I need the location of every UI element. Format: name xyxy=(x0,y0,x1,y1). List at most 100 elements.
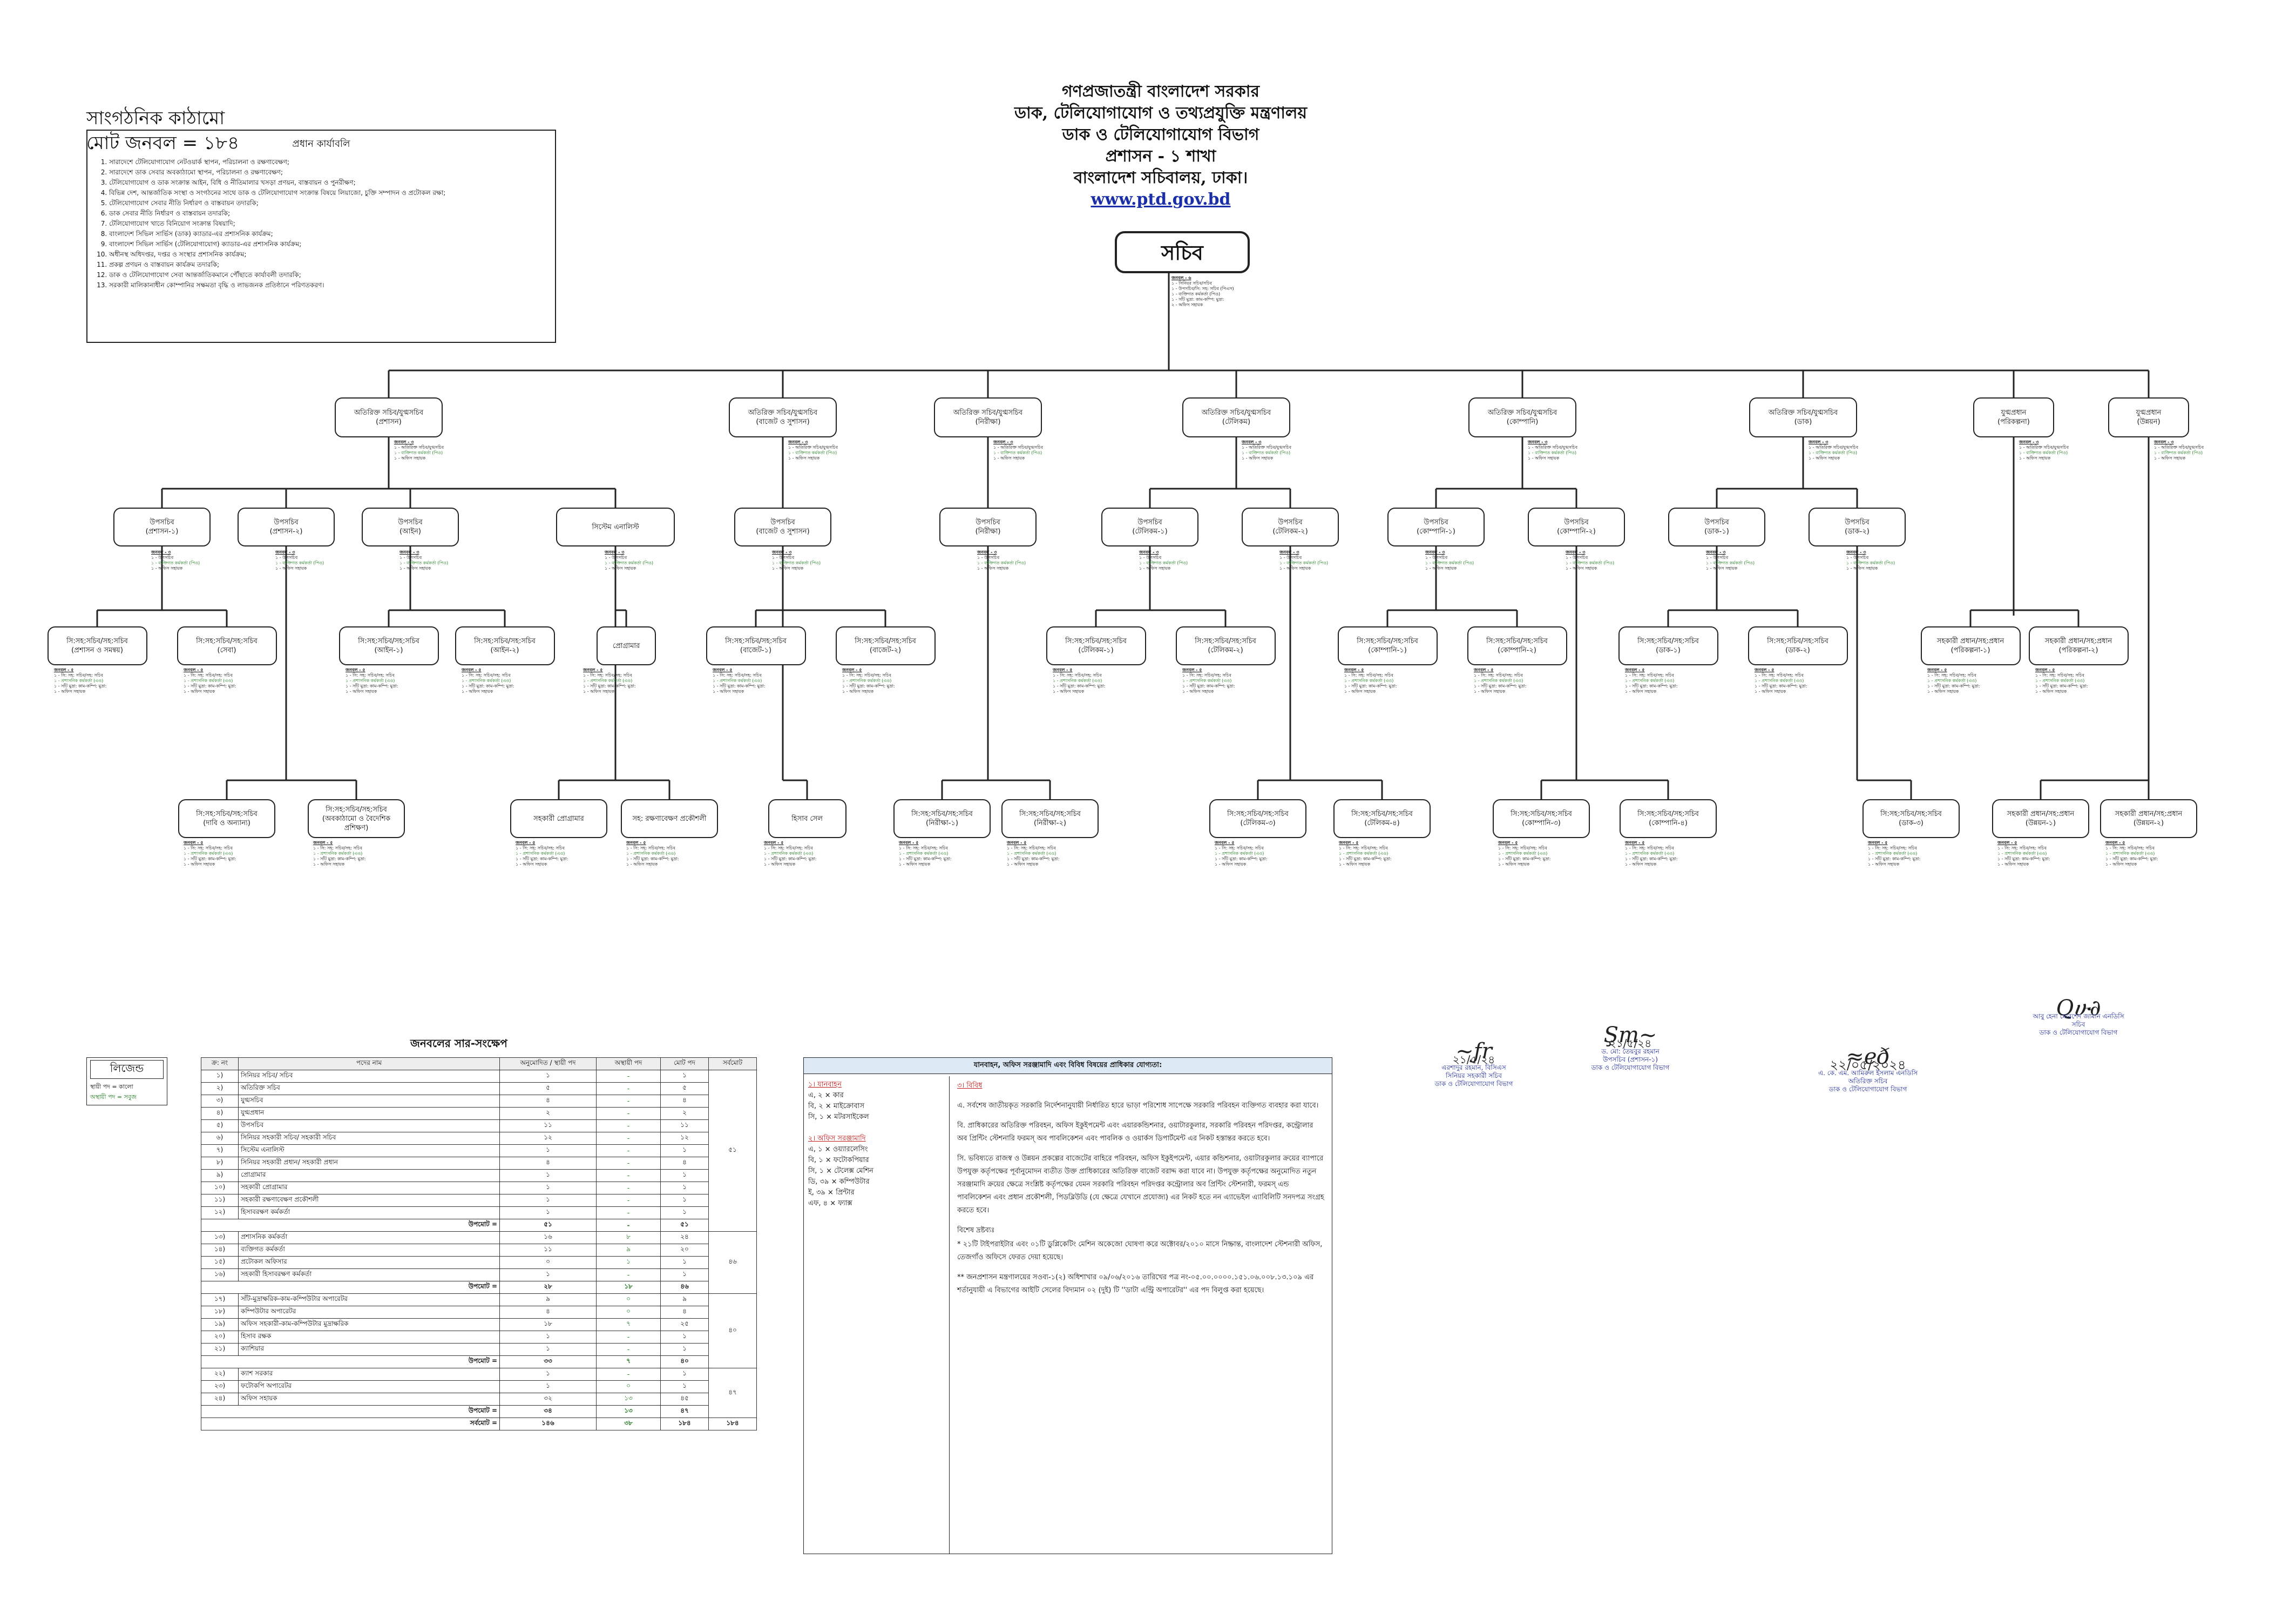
staff-item: ১ - প্রশাসনিক কর্মকর্তা (এও) xyxy=(713,678,762,683)
section-box-title: সি:সহ:সচিব/সহ:সচিব xyxy=(196,810,258,818)
staff-item: ১ - অফিস সহায়ক xyxy=(1566,566,1597,571)
table-cell: উপমোট = xyxy=(201,1219,500,1232)
staff-item: ১ - অফিস সহায়ক xyxy=(1182,689,1214,694)
staff-item: ১ - ব্যক্তিগত কর্মকর্তা (পিও) xyxy=(605,561,654,565)
deputy-box-title: উপসচিব xyxy=(150,518,174,526)
table-cell: ১ xyxy=(660,1331,709,1344)
col-header: ক্র: নং xyxy=(201,1057,239,1070)
table-cell: ২২) xyxy=(201,1368,239,1381)
duty-item: ডাক ও টেলিযোগাযোগ সেবা আন্তর্জাতিকমানে প… xyxy=(109,270,547,280)
staff-item: ১ - প্রশাসনিক কর্মকর্তা (এও) xyxy=(346,678,395,683)
table-cell: যুগ্মপ্রধান xyxy=(238,1107,500,1120)
section-box: প্রোগ্রামার xyxy=(597,626,656,665)
deputy-box-subtitle: (আইন) xyxy=(399,528,421,536)
staff-heading: জনবল - ৩ xyxy=(1528,440,1548,444)
header-line: ডাক ও টেলিযোগাযোগ বিভাগ xyxy=(1062,125,1259,144)
table-cell: ১৩ xyxy=(596,1393,661,1406)
signatory-office: ডাক ও টেলিযোগাযোগ বিভাগ xyxy=(1828,1085,1907,1093)
staff-item: ১ - প্রশাসনিক কর্মকর্তা (এও) xyxy=(54,678,104,683)
staff-item: ১ - প্রশাসনিক কর্মকর্তা (এও) xyxy=(516,851,565,856)
staff-item: ১ - অফিস সহায়ক xyxy=(394,456,426,461)
staff-item: ১ - সাঁট মুদ্রা: কাম-কম্পি: মুদ্রা: xyxy=(1498,856,1551,861)
section-box-title: প্রোগ্রামার xyxy=(612,642,640,650)
staff-item: ১ - অফিস সহায়ক xyxy=(583,689,615,694)
table-cell: ২০) xyxy=(201,1331,239,1344)
staff-heading: জনবল - ৬ xyxy=(1171,275,1191,280)
staff-item: ১ - সাঁট মুদ্রা: কাম-কম্পি: মুদ্রা: xyxy=(2035,684,2088,688)
website-link[interactable]: www.ptd.gov.bd xyxy=(1091,190,1231,209)
staff-item: ১ - সি: সহ: সচিব/সহ: সচিব xyxy=(1755,673,1804,678)
staff-item: ১ - উপসচিব xyxy=(1706,555,1729,560)
staff-item: ১ - সাঁট মুদ্রা: কাম-কম্পি: মুদ্রা: xyxy=(1997,856,2050,861)
section-box-subtitle: (নিরীক্ষা-২) xyxy=(1034,819,1066,827)
legend-row-temporary: অস্থায়ী পদ = সবুজ xyxy=(90,1094,137,1101)
table-cell: ১ xyxy=(660,1268,709,1281)
section-box: সি:সহ:সচিব/সহ:সচিব(টেলিকম-২) xyxy=(1175,626,1276,665)
table-cell: ৫) xyxy=(201,1119,239,1132)
org-label: সাংগঠনিক কাঠামো xyxy=(86,107,225,129)
staff-item: ১ - সি: সহ: সচিব/সহ: সচিব xyxy=(184,846,233,850)
deputy-box-subtitle: (ডাক-১) xyxy=(1704,528,1729,536)
misc-paragraph: বি. প্রাধিকারের অতিরিক্ত পরিবহন, অফিস ইক… xyxy=(957,1122,1313,1143)
section-box-subtitle: (নিরীক্ষা-১) xyxy=(926,819,958,827)
wing-box-title: অতিরিক্ত সচিব/যুগ্মসচিব xyxy=(1487,409,1557,417)
section-box: সি:সহ:সচিব/সহ:সচিব(কোম্পানি-৩) xyxy=(1493,799,1590,838)
table-cell: ৩৪ xyxy=(499,1405,597,1418)
staff-heading: জনবল - ৫ xyxy=(1625,840,1645,845)
table-cell: ১ xyxy=(660,1256,709,1269)
table-cell: ৫ xyxy=(660,1082,709,1095)
table-cell: ১ xyxy=(499,1182,597,1194)
table-cell: সিনিয়র সহকারী প্রধান/ সহকারী প্রধান xyxy=(238,1157,500,1170)
staff-item: ১ - সি: সহ: সচিব/সহ: সচিব xyxy=(1182,673,1231,678)
staff-item: ১ - সাঁট মুদ্রা: কাম-কম্পি: মুদ্রা: xyxy=(184,856,236,861)
section-box: সি:সহ:সচিব/সহ:সচিব(প্রশাসন ও সমন্বয়) xyxy=(47,626,147,665)
staff-item: ১ - সি: সহ: সচিব/সহ: সচিব xyxy=(1927,673,1976,678)
staff-item: ১ - উপসচিব xyxy=(1425,555,1448,560)
staff-heading: জনবল - ৫ xyxy=(1625,667,1645,672)
staff-item: ১ - প্রশাসনিক কর্মকর্তা (এও) xyxy=(1498,851,1548,856)
table-cell: ১ xyxy=(660,1368,709,1381)
section-box-subtitle: (টেলিকম-২) xyxy=(1208,646,1243,654)
entitlement-header: যানবাহন, অফিস সরঞ্জামাদি এবং বিবিধ বিষয়… xyxy=(804,1058,1332,1074)
section-box-title: হিসাব সেল xyxy=(791,814,823,823)
staff-heading: জনবল - ৩ xyxy=(993,440,1013,444)
section-box-title: সি:সহ:সচিব/সহ:সচিব xyxy=(1511,810,1572,818)
equipment-item: ডি, ৩৯ × কম্পিউটার xyxy=(808,1178,870,1186)
staff-heading: জনবল - ৫ xyxy=(54,667,74,672)
staff-item: ১ - ব্যক্তিগত কর্মকর্তা (পিও) xyxy=(1425,561,1474,565)
staff-item: ১ - ব্যক্তিগত কর্মকর্তা (পিও) xyxy=(1846,561,1895,565)
table-cell: ১ xyxy=(660,1206,709,1219)
staff-item: ১ - অফিস সহায়ক xyxy=(151,566,183,571)
staff-item: ১ - প্রশাসনিক কর্মকর্তা (এও) xyxy=(764,851,814,856)
staff-item: ১ - সি: সহ: সচিব/সহ: সচিব xyxy=(462,673,511,678)
equipment-item: সি, ১ × টেলেক্স মেশিন xyxy=(808,1167,873,1175)
table-cell: ৪৫ xyxy=(660,1393,709,1406)
section-box-subtitle: (কোম্পানি-১) xyxy=(1368,646,1407,654)
staff-item: ১ - ব্যক্তিগত কর্মকর্তা (পিও) xyxy=(151,561,200,565)
table-cell: ৪৭ xyxy=(708,1368,757,1418)
table-cell: ১ xyxy=(660,1343,709,1356)
staff-heading: জনবল - ৫ xyxy=(313,840,333,845)
section-box: সি:সহ:সচিব/সহ:সচিব(টেলিকম-৪) xyxy=(1333,799,1431,838)
staff-heading: জনবল - ৩ xyxy=(1425,550,1445,555)
section-box: সহ: রক্ষণাবেক্ষণ প্রকৌশলী xyxy=(621,799,718,838)
deputy-box-title: উপসচিব xyxy=(1564,518,1589,526)
wing-box-subtitle: (কোম্পানি) xyxy=(1506,418,1539,426)
table-cell: ১১ xyxy=(499,1244,597,1257)
table-cell: ৩৮ xyxy=(596,1418,661,1430)
staff-item: ১ - অফিস সহায়ক xyxy=(346,689,377,694)
section-box-subtitle: (ডাক-২) xyxy=(1785,646,1810,654)
staff-item: ১ - সি: সহ: সচিব/সহ: সচিব xyxy=(1625,673,1674,678)
table-cell: ১৪৬ xyxy=(499,1418,597,1430)
signature-block: Şm~ ২১/৫/২৪ ড. মো: তৈয়বুর রহমান উপসচিব … xyxy=(1560,1024,1701,1072)
table-cell: ২৫ xyxy=(660,1318,709,1331)
